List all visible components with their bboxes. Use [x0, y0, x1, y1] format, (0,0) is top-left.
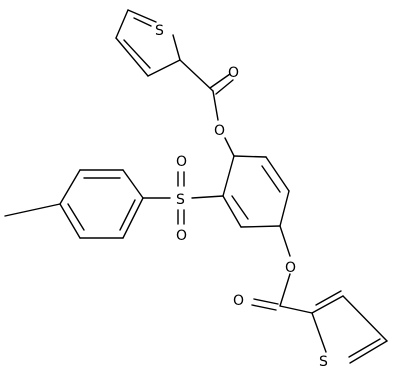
- bond: [222, 155, 235, 197]
- bond: [224, 137, 235, 157]
- bond: [115, 9, 129, 39]
- top-ester-group: [179, 59, 235, 157]
- bond: [209, 73, 231, 89]
- bond: [279, 190, 290, 227]
- bond: [67, 203, 85, 231]
- bond: [279, 273, 291, 307]
- bond: [279, 225, 291, 257]
- bottom-ester-group: [251, 225, 313, 314]
- atom-label-s-top: S: [155, 23, 164, 39]
- bond: [311, 312, 327, 353]
- tolyl-ring: [4, 169, 144, 239]
- atom-label-o-carbonyl-top: O: [228, 65, 239, 81]
- bond: [212, 90, 219, 121]
- bond: [147, 59, 181, 77]
- bond: [279, 305, 313, 314]
- bond: [231, 195, 249, 220]
- bottom-thiophene-ring: [311, 290, 388, 364]
- bond: [127, 9, 157, 23]
- bond: [115, 37, 149, 77]
- top-thiophene-ring: [115, 9, 181, 77]
- bond: [4, 203, 61, 217]
- bond: [251, 304, 277, 311]
- bond: [59, 203, 81, 239]
- atom-label-o-sulfonyl-up: O: [176, 154, 187, 170]
- bond: [119, 199, 136, 231]
- central-benzene-ring: [222, 155, 290, 228]
- bond: [59, 169, 81, 205]
- bond: [261, 165, 281, 193]
- bond: [215, 79, 234, 95]
- bond: [222, 195, 242, 228]
- bond: [123, 39, 151, 69]
- atom-label-o-ester-bottom: O: [285, 260, 296, 276]
- bond: [315, 290, 342, 306]
- bond: [233, 155, 267, 158]
- bond: [191, 195, 224, 199]
- bond: [348, 338, 381, 358]
- bond: [265, 156, 290, 192]
- bond: [122, 169, 144, 199]
- atom-label-s-sulfonyl: S: [176, 192, 185, 208]
- bond: [349, 340, 388, 364]
- bond: [179, 59, 214, 92]
- atom-label-o-carbonyl-bottom: O: [233, 293, 244, 309]
- bond: [240, 225, 281, 228]
- atom-label-s-bottom: S: [319, 354, 328, 370]
- atom-label-o-ester-top: O: [214, 123, 225, 139]
- atom-label-o-sulfonyl-down: O: [176, 228, 187, 244]
- bond: [342, 295, 388, 342]
- bond: [122, 197, 144, 239]
- bond: [311, 295, 344, 314]
- bond: [253, 298, 279, 305]
- sulfonyl-group: [142, 171, 224, 225]
- bond: [172, 34, 181, 61]
- bond: [133, 17, 152, 27]
